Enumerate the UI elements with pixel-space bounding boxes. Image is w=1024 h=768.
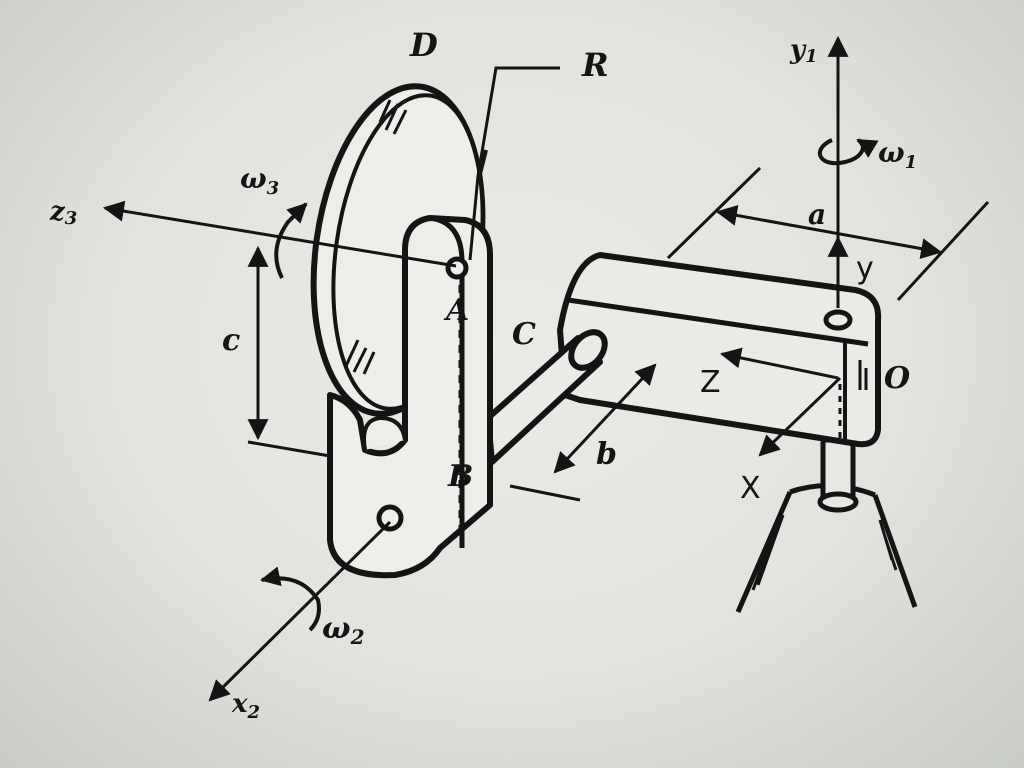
label-z: Z <box>700 365 721 400</box>
omega2-rotation-arrow <box>260 566 321 632</box>
label-x2: x2 <box>231 689 260 723</box>
label-y1: y1 <box>789 35 818 67</box>
label-c: c <box>222 323 240 358</box>
label-a-point: A <box>443 293 469 328</box>
label-omega1: ω1 <box>878 136 917 173</box>
omega1-rotation-arrow <box>818 138 879 166</box>
label-a: a <box>808 198 826 231</box>
label-b-point: B <box>447 459 473 494</box>
fork-holder <box>327 215 493 579</box>
r-pointer <box>468 66 560 261</box>
label-o: O <box>884 361 910 396</box>
label-r: R <box>581 46 609 84</box>
dimension-c <box>247 245 331 458</box>
x2-axis <box>208 520 392 702</box>
z-axis <box>719 347 839 380</box>
label-y: y <box>856 251 874 286</box>
label-z3: z3 <box>49 197 77 229</box>
label-b: b <box>596 437 617 472</box>
dimension-a <box>666 166 990 302</box>
label-omega3: ω3 <box>240 162 279 199</box>
label-d: D <box>409 26 438 64</box>
x-axis <box>758 376 842 457</box>
label-c-point: C <box>512 317 536 352</box>
omega3-rotation-arrow <box>274 202 308 279</box>
dimension-b <box>509 363 657 502</box>
label-x: X <box>740 471 761 506</box>
label-omega2: ω2 <box>322 611 365 649</box>
vertical-shaft <box>817 437 859 513</box>
